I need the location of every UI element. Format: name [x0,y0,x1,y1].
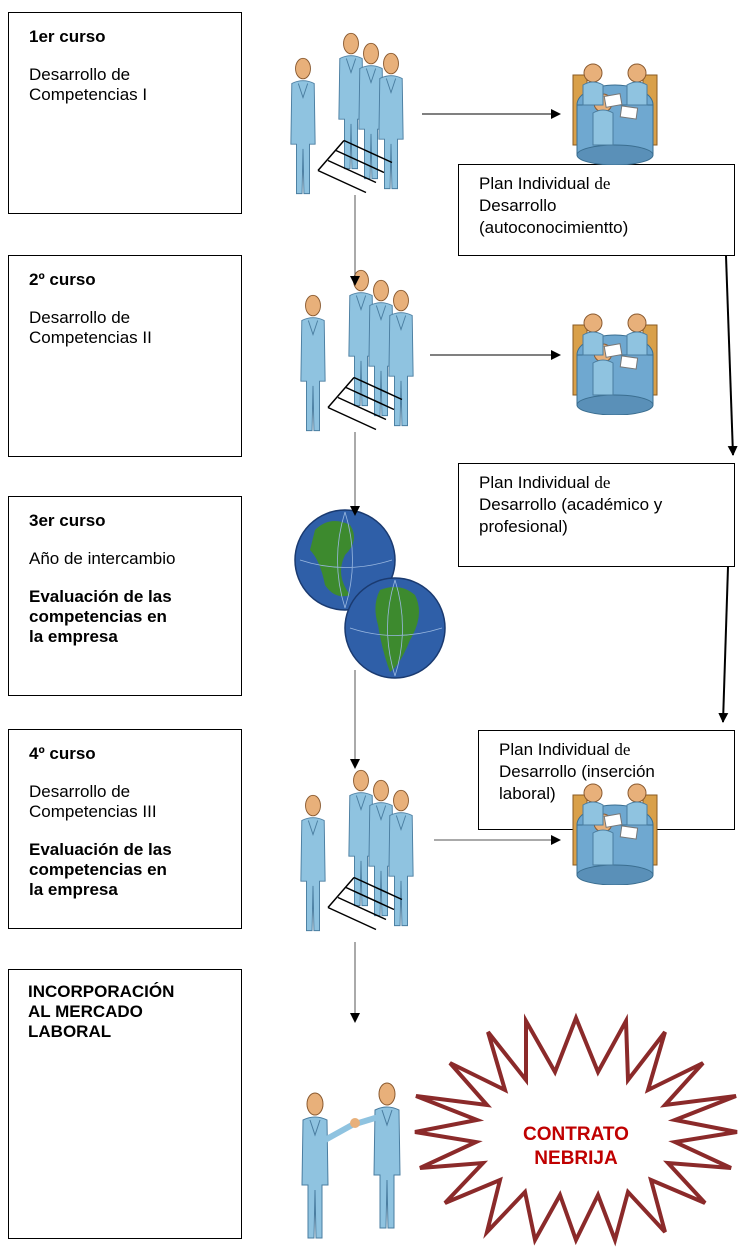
plan-title: Plan Individual [479,174,595,193]
students-group-icon [301,770,413,930]
year-description: Desarrollo de Competencias III [29,782,157,821]
year-box-2: 2º curso Desarrollo de Competencias II [8,255,242,457]
year-box-4: 4º curso Desarrollo de Competencias III … [8,729,242,929]
plan-title-de: de [594,174,611,193]
globe-icon [344,577,446,679]
year-title: 2º curso [29,270,96,289]
plan-box-1: Plan Individual de Desarrollo (autoconoc… [458,164,735,256]
plan-title: Plan Individual [479,473,595,492]
year-evaluation: Evaluación de las competencias en la emp… [29,587,172,646]
year-title: 1er curso [29,27,106,46]
labor-market-label: INCORPORACIÓN AL MERCADO LABORAL [28,982,175,1041]
handshake-icon [301,1082,401,1239]
year-box-3: 3er curso Año de intercambio Evaluación … [8,496,242,696]
meeting-table-icon [572,783,658,885]
contract-starburst [414,1012,738,1247]
flow-arrow [725,255,738,456]
year-title: 3er curso [29,511,106,530]
contract-line-1: CONTRATO [523,1124,629,1145]
plan-detail: Desarrollo (inserción laboral) [499,762,655,803]
labor-market-box [8,969,242,1239]
meeting-table-icon [572,63,658,165]
year-description: Año de intercambio [29,549,176,568]
plan-box-2: Plan Individual de Desarrollo (académico… [458,463,735,567]
meeting-table-icon [572,313,658,415]
flow-arrow [718,566,729,723]
plan-title: Plan Individual [499,740,615,759]
contract-line-2: NEBRIJA [534,1148,618,1169]
students-group-icon [291,33,403,193]
plan-detail: Desarrollo (autoconocimientto) [479,196,629,237]
year-box-1: 1er curso Desarrollo de Competencias I [8,12,242,214]
plan-detail: Desarrollo (académico y profesional) [479,495,663,536]
plan-title-de: de [614,740,631,759]
plan-title-de: de [594,473,611,492]
year-description: Desarrollo de Competencias I [29,65,148,104]
year-description: Desarrollo de Competencias II [29,308,152,347]
year-title: 4º curso [29,744,96,763]
year-evaluation: Evaluación de las competencias en la emp… [29,840,172,899]
students-group-icon [301,270,413,430]
